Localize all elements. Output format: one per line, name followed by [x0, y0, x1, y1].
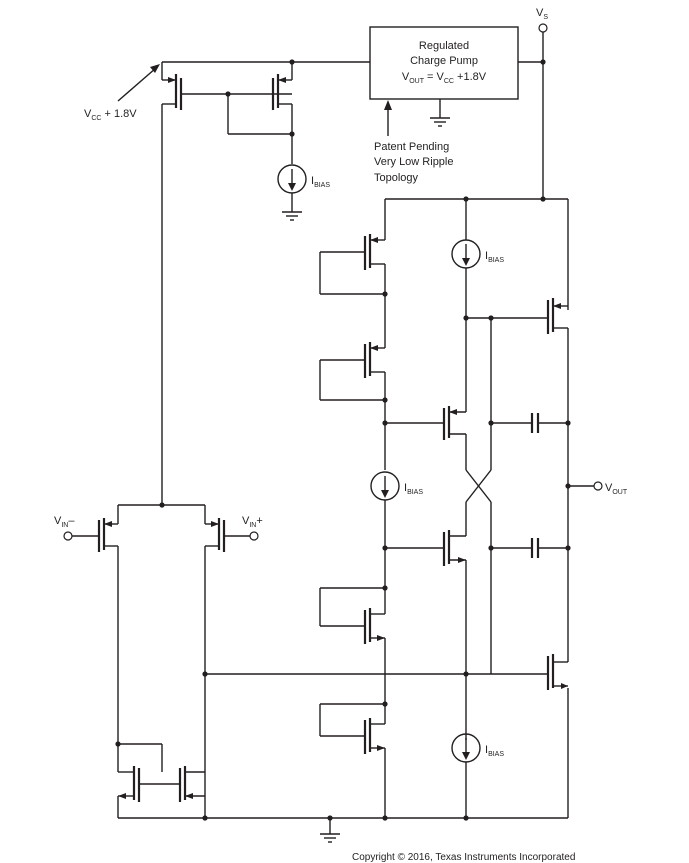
vcc-plus-label: VCC + 1.8V	[84, 64, 160, 122]
svg-text:VIN+: VIN+	[242, 515, 263, 529]
svg-text:IBIAS: IBIAS	[485, 744, 504, 758]
ibias-source-upper-right: IBIAS	[451, 199, 504, 321]
vs-supply-pin: VS	[536, 7, 548, 202]
upper-pmos-stack	[319, 199, 388, 470]
svg-text:Charge Pump: Charge Pump	[410, 55, 478, 67]
svg-text:VOUT: VOUT	[605, 482, 628, 496]
cascode-nmos	[385, 530, 469, 740]
vin-plus-pin: VIN+	[242, 515, 263, 541]
comp-capacitor-lower	[491, 538, 568, 558]
svg-text:Patent Pending: Patent Pending	[374, 141, 449, 153]
bottom-left-mirror	[115, 741, 205, 818]
ibias-source-top: IBIAS	[277, 164, 330, 221]
svg-text:Very Low Ripple: Very Low Ripple	[374, 156, 454, 168]
vout-pin: VOUT	[568, 481, 628, 496]
ibias-source-lower-right: IBIAS	[451, 733, 504, 818]
comp-capacitor-upper	[491, 413, 568, 433]
input-pair	[72, 504, 250, 818]
output-pmos	[466, 298, 571, 660]
patent-note: Patent Pending Very Low Ripple Topology	[374, 100, 454, 184]
svg-text:VCC + 1.8V: VCC + 1.8V	[84, 108, 137, 122]
top-bias-mirror	[161, 59, 370, 164]
charge-pump-block: Regulated Charge Pump VOUT = VCC +1.8V	[369, 26, 543, 127]
cascode-pmos	[385, 318, 494, 674]
svg-text:VS: VS	[536, 7, 548, 21]
svg-text:IBIAS: IBIAS	[485, 250, 504, 264]
svg-text:VOUT = VCC +1.8V: VOUT = VCC +1.8V	[402, 71, 487, 85]
ground-rail	[118, 688, 569, 843]
svg-text:IBIAS: IBIAS	[311, 175, 330, 189]
svg-text:Topology: Topology	[374, 172, 419, 184]
vin-minus-pin: VIN–	[54, 515, 75, 541]
svg-text:IBIAS: IBIAS	[404, 482, 423, 496]
lower-nmos-stack	[319, 585, 388, 818]
ibias-source-middle: IBIAS	[370, 471, 423, 600]
svg-text:Regulated: Regulated	[419, 40, 469, 52]
copyright-footer: Copyright © 2016, Texas Instruments Inco…	[352, 852, 576, 863]
svg-text:VIN–: VIN–	[54, 515, 75, 529]
output-nmos	[546, 654, 569, 690]
